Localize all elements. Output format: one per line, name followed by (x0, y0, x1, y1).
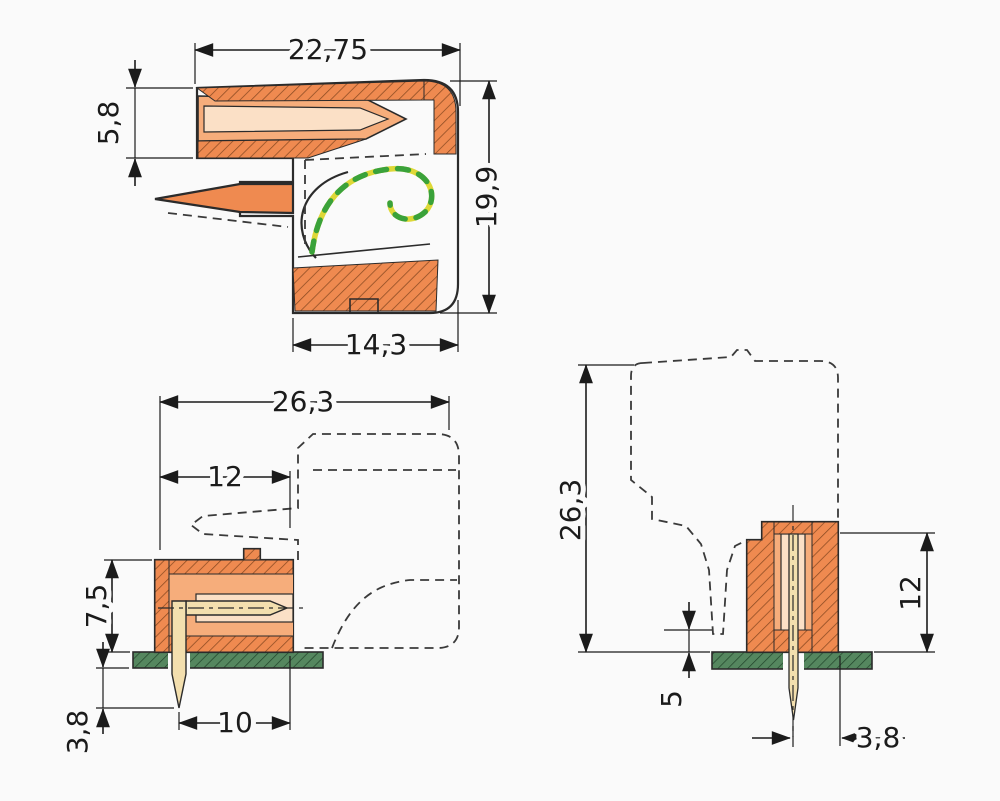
hidden-outline-top (642, 349, 839, 521)
hatch-left (154, 559, 170, 653)
hatch-top-wall (195, 80, 425, 102)
dim-total-depth-front: 26,3 (554, 479, 587, 541)
dim-snout-height-group: 5,8 (87, 60, 193, 186)
hatch-top (154, 559, 294, 575)
dim-body-height: 7,5 (80, 584, 113, 629)
view-bottom: 26,3 12 7,5 3,8 10 (56, 380, 460, 759)
wire-entry-funnel (203, 105, 390, 133)
release-lever (154, 182, 295, 215)
dim-standoff: 5 (655, 690, 688, 708)
connector-body (195, 78, 460, 315)
hatch-bottom-wall (292, 259, 439, 312)
dim-pin-to-edge-group: 10 (178, 656, 291, 744)
dim-body-height-front-group: 12 (840, 532, 935, 653)
dim-total-height: 19,9 (470, 166, 503, 228)
hatch-left-wall (746, 521, 775, 653)
hatch-snout-bottom (197, 138, 367, 159)
dim-width-top-group: 22,75 (194, 28, 461, 106)
dim-total-depth: 26,3 (272, 385, 334, 418)
dim-body-height-front: 12 (894, 575, 927, 611)
dim-bottom-width-group: 14,3 (292, 300, 459, 366)
dim-pin-length: 3,8 (61, 710, 94, 755)
dim-bottom-width: 14,3 (345, 328, 407, 361)
hatched-walls-front (746, 521, 839, 653)
dim-pin-to-edge: 10 (217, 706, 253, 739)
hatched-walls-side (195, 80, 457, 312)
dim-front-width: 12 (207, 460, 243, 493)
hidden-outline-left (630, 362, 748, 635)
dim-total-depth-front-group: 26,3 (549, 364, 710, 653)
hidden-mating-connector (189, 433, 460, 649)
hatch-corner-wall (423, 80, 457, 155)
dim-standoff-group: 5 (650, 602, 712, 713)
dim-width-top: 22,75 (288, 33, 368, 66)
dim-total-height-group: 19,9 (440, 80, 508, 314)
dim-body-height-group: 7,5 (75, 559, 152, 658)
hidden-cage-horizontal (304, 153, 427, 161)
ground-wire-green-stripe (309, 166, 435, 255)
solder-pin (171, 600, 187, 709)
dim-pin-length-group: 3,8 (56, 642, 174, 759)
dim-pin-offset: 3,8 (856, 721, 901, 754)
dim-snout-height: 5,8 (92, 101, 125, 146)
hidden-mating-connector-front (630, 349, 839, 635)
hatch-right-wall (811, 521, 839, 653)
hidden-spring-contour (331, 579, 457, 649)
ground-wire-yellow (309, 166, 435, 255)
dim-front-width-group: 12 (159, 455, 291, 528)
view-front: 26,3 12 5 3,8 (549, 349, 935, 759)
pcb (132, 651, 324, 669)
clamp-spring-steel (300, 170, 349, 259)
view-side: 22,75 5,8 19,9 14,3 (87, 28, 508, 366)
hidden-edges-side (167, 153, 427, 246)
bottom-step (349, 298, 379, 313)
hatch-latch-tab (243, 548, 261, 561)
dim-pin-offset-group: 3,8 (752, 656, 905, 759)
hatched-walls-bottom (154, 548, 294, 653)
hidden-lever-travel (167, 212, 289, 228)
hidden-connector-outline (189, 433, 460, 649)
contact-rail (297, 243, 431, 258)
dim-total-depth-group: 26,3 (159, 380, 450, 550)
